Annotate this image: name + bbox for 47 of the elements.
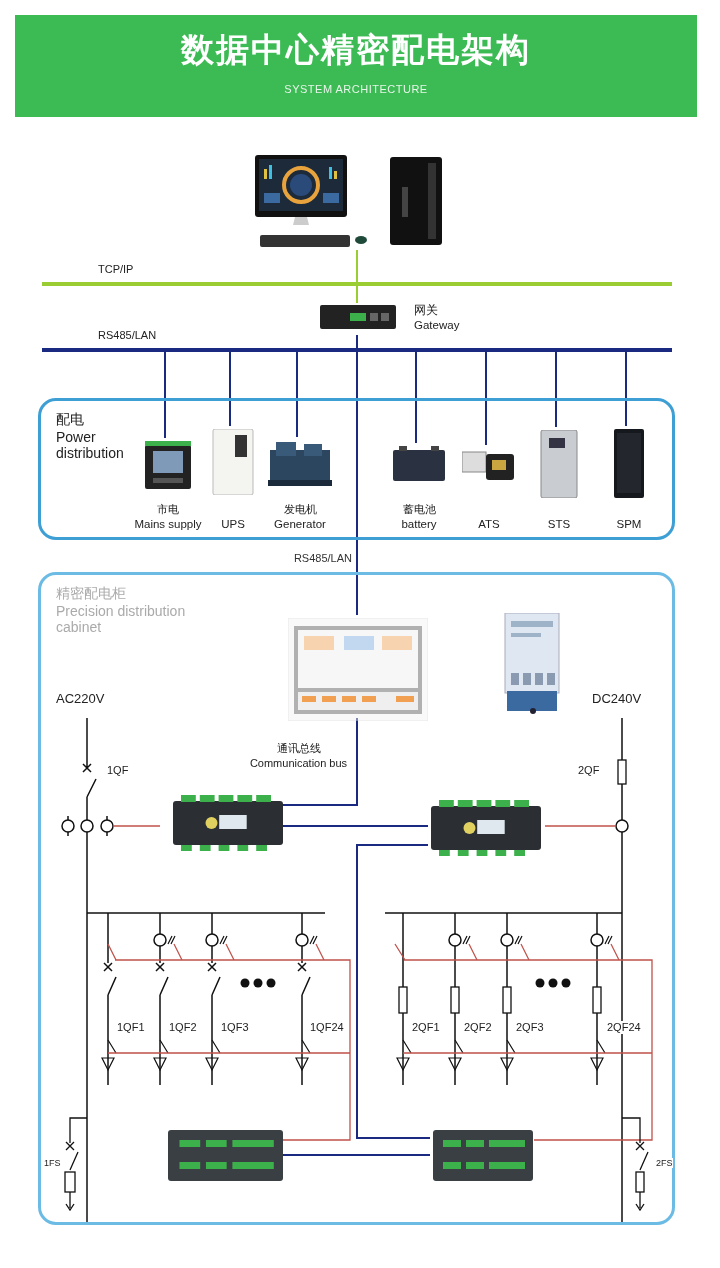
device-label: 市电 [156,503,180,516]
group-heading: 配电 [56,411,84,428]
connector-line [555,351,557,428]
connector-line [356,844,431,1139]
connector-line [356,351,358,616]
device-label: Generator [273,518,327,532]
device-label: 蓄电池 [401,503,437,516]
connector-line [296,351,298,438]
device-label: battery [400,518,438,532]
bus-label: TCP/IP [98,263,134,276]
device-label: UPS [220,518,246,532]
breaker-label: 1FS [44,1158,61,1169]
device-label: ATS [477,518,501,532]
breaker-label: 2QF2 [464,1021,492,1034]
bus-label: RS485/LAN [98,329,157,342]
group-heading: 精密配电柜 [56,585,126,602]
node-caption: Gateway [414,319,460,333]
breaker-label: 2QF1 [412,1021,440,1034]
device-label: 发电机 [282,503,318,516]
breaker-label: 2QF [578,764,600,777]
breaker-label: 1QF3 [221,1021,249,1034]
connector-line [485,351,487,446]
banner-subheading: SYSTEM ARCHITECTURE [283,83,429,96]
banner-heading: 数据中心精密配电架构 [179,31,532,69]
connector-line [229,351,231,427]
connector-line [356,249,358,283]
breaker-label: 1QF24 [310,1021,344,1034]
breaker-label: 1QF2 [169,1021,197,1034]
group-heading: Power distribution [56,429,125,462]
breaker-label: 1QF1 [117,1021,145,1034]
connector-line [625,351,627,427]
device-label: SPM [615,518,643,532]
connector-line [356,285,358,304]
breaker-label: 2QF3 [516,1021,544,1034]
connector-line [356,334,358,349]
device-label: Mains supply [133,518,203,532]
connector-line [164,351,166,439]
breaker-label: 2FS [656,1158,673,1169]
group-panel [38,572,675,1225]
group-panel [38,398,675,540]
device-label: STS [546,518,572,532]
breaker-label: 2QF24 [607,1021,641,1034]
connector-line [415,351,417,444]
title-banner [15,15,697,117]
node-caption: 网关 [414,304,438,318]
breaker-label: 1QF [107,764,129,777]
group-heading: Precision distribution cabinet [56,603,187,636]
